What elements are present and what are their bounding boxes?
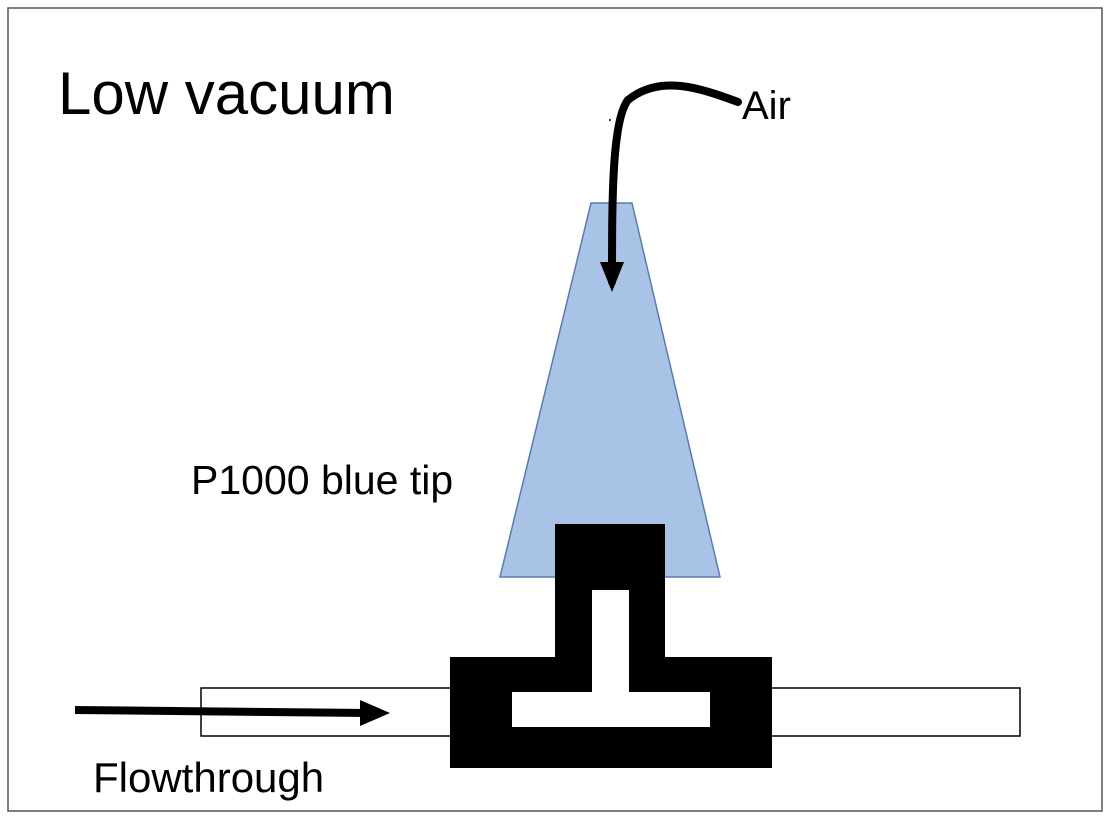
air-arrowhead: [600, 262, 624, 292]
curved-arrow-down-icon: [608, 81, 742, 286]
flowthrough-label: Flowthrough: [93, 754, 324, 801]
diagram-title: Low vacuum: [58, 60, 395, 127]
tip-label: P1000 blue tip: [191, 457, 453, 503]
air-label: Air: [742, 84, 791, 128]
t-connector-channel-vertical: [592, 590, 629, 710]
flow-arrowhead: [360, 700, 390, 726]
t-connector-channel-horizontal: [512, 692, 710, 727]
arrow-right-icon: [74, 706, 371, 717]
stray-mark: [609, 119, 611, 121]
p1000-blue-tip: [499, 202, 721, 578]
frame-border: [7, 7, 1103, 812]
flowthrough-tube-right: [763, 687, 1021, 737]
